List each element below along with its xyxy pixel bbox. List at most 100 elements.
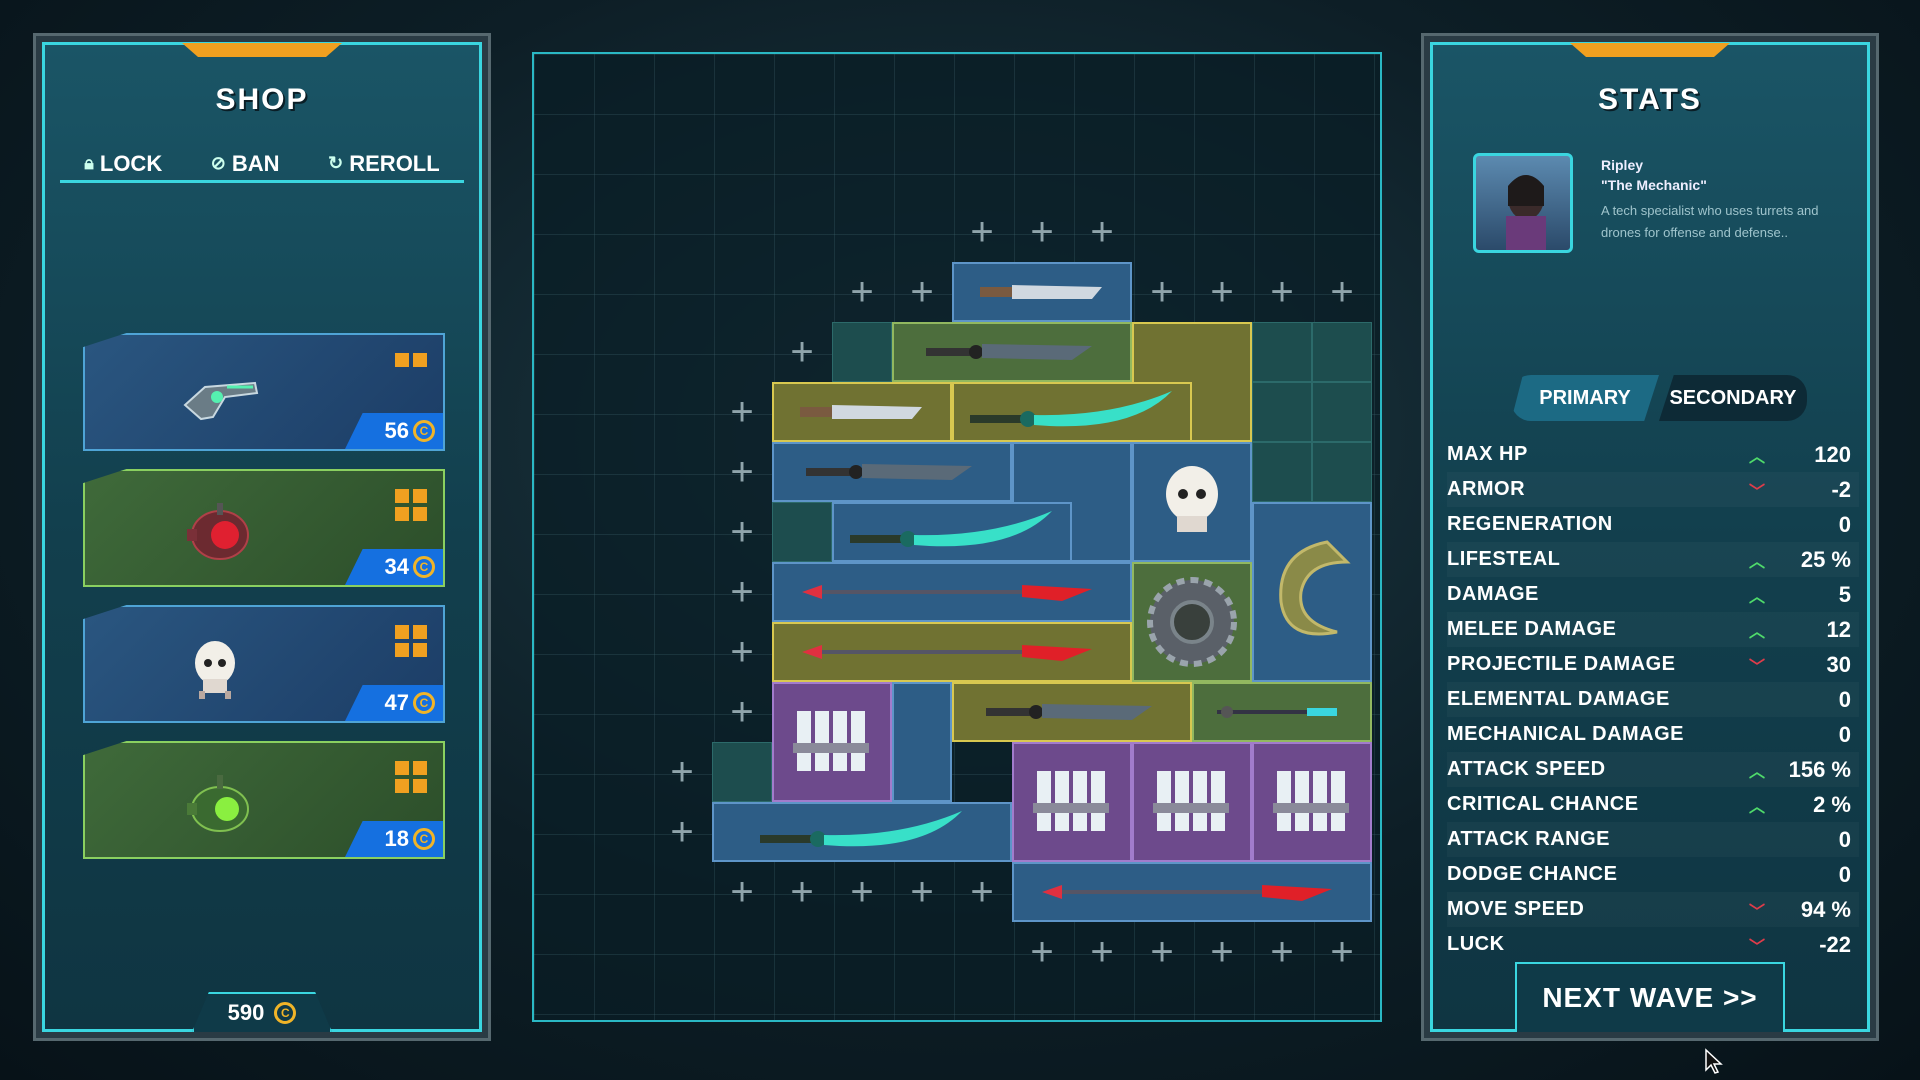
energy-scimitar-item[interactable]: [952, 382, 1192, 442]
empty-slot[interactable]: [1252, 382, 1312, 442]
expand-slot-plus-icon[interactable]: +: [850, 869, 874, 914]
horn-item[interactable]: [1252, 502, 1372, 682]
expand-slot-plus-icon[interactable]: +: [730, 449, 754, 494]
empty-blue-slot[interactable]: [892, 682, 952, 802]
spear-icon: [1042, 885, 1332, 901]
empty-slot[interactable]: [832, 322, 892, 382]
expand-slot-plus-icon[interactable]: +: [1270, 929, 1294, 974]
knife-item[interactable]: [952, 262, 1132, 322]
tab-primary[interactable]: PRIMARY: [1511, 375, 1659, 421]
spear-icon: [802, 585, 1092, 601]
shop-item-card[interactable]: 18 C: [83, 741, 445, 859]
stat-value: 0: [1838, 511, 1851, 537]
stat-value: 5: [1838, 581, 1851, 607]
expand-slot-plus-icon[interactable]: +: [730, 689, 754, 734]
stats-title-accent: [1570, 43, 1730, 57]
empty-slot[interactable]: [1312, 322, 1372, 382]
rod-icon: [1217, 706, 1337, 718]
energy-scimitar-item[interactable]: [712, 802, 1012, 862]
stat-label: REGENERATION: [1447, 513, 1613, 535]
spear-icon: [802, 645, 1092, 661]
blade-item[interactable]: [772, 442, 1012, 502]
expand-slot-plus-icon[interactable]: +: [1150, 929, 1174, 974]
expand-slot-plus-icon[interactable]: +: [670, 749, 694, 794]
expand-slot-plus-icon[interactable]: +: [1330, 269, 1354, 314]
character-portrait: [1473, 153, 1573, 253]
price-value: 34: [384, 554, 409, 579]
expand-slot-plus-icon[interactable]: +: [730, 629, 754, 674]
expand-slot-plus-icon[interactable]: +: [1030, 929, 1054, 974]
ban-tab[interactable]: ⊘ BAN: [211, 151, 280, 177]
expand-slot-plus-icon[interactable]: +: [1090, 209, 1114, 254]
empty-slot[interactable]: [1252, 322, 1312, 382]
expand-slot-plus-icon[interactable]: +: [850, 269, 874, 314]
tab-secondary[interactable]: SECONDARY: [1659, 375, 1807, 421]
expand-slot-plus-icon[interactable]: +: [730, 389, 754, 434]
price-tag: 47 C: [345, 685, 443, 721]
energy-scimitar-item[interactable]: [832, 502, 1072, 562]
empty-slot[interactable]: [712, 742, 772, 802]
expand-slot-plus-icon[interactable]: +: [910, 869, 934, 914]
expand-slot-plus-icon[interactable]: +: [790, 869, 814, 914]
expand-slot-plus-icon[interactable]: +: [1270, 269, 1294, 314]
bundle-item[interactable]: [1132, 742, 1252, 862]
empty-slot[interactable]: [772, 502, 832, 562]
expand-slot-plus-icon[interactable]: +: [1150, 269, 1174, 314]
expand-slot-plus-icon[interactable]: +: [730, 569, 754, 614]
stat-value: 0: [1838, 686, 1851, 712]
lock-tab[interactable]: 🔒︎ LOCK: [84, 151, 162, 177]
expand-slot-plus-icon[interactable]: +: [790, 329, 814, 374]
next-wave-button[interactable]: NEXT WAVE >>: [1515, 962, 1785, 1032]
expand-slot-plus-icon[interactable]: +: [730, 509, 754, 554]
blade-item[interactable]: [952, 682, 1192, 742]
bundle-item[interactable]: [772, 682, 892, 802]
reroll-icon: ↻: [328, 153, 344, 173]
expand-slot-plus-icon[interactable]: +: [970, 209, 994, 254]
empty-slot[interactable]: [1312, 382, 1372, 442]
stat-value: -22: [1819, 931, 1851, 957]
inventory-grid[interactable]: + + + + + + + + + + + + + + + + + + + + …: [532, 52, 1382, 1022]
shop-tabs: 🔒︎ LOCK ⊘ BAN ↻ REROLL: [60, 147, 464, 183]
stat-label: DAMAGE: [1447, 583, 1539, 605]
stat-value: 94 %: [1800, 896, 1851, 922]
shop-item-card[interactable]: 56 C: [83, 333, 445, 451]
empty-slot[interactable]: [1252, 442, 1312, 502]
spear-item[interactable]: [1012, 862, 1372, 922]
rod-item[interactable]: [1192, 682, 1372, 742]
stat-label: LIFESTEAL: [1447, 548, 1561, 570]
knife-icon: [800, 405, 922, 419]
expand-slot-plus-icon[interactable]: +: [910, 269, 934, 314]
blade-item[interactable]: [892, 322, 1132, 382]
knife-item[interactable]: [772, 382, 952, 442]
empty-slot[interactable]: [1312, 442, 1372, 502]
shop-item-card[interactable]: 47 C: [83, 605, 445, 723]
expand-slot-plus-icon[interactable]: +: [1030, 209, 1054, 254]
stat-value: 0: [1838, 721, 1851, 747]
trend-up-icon: ︿: [1748, 763, 1765, 781]
expand-slot-plus-icon[interactable]: +: [1330, 929, 1354, 974]
stat-row: MELEE DAMAGE︿12: [1447, 612, 1859, 647]
expand-slot-plus-icon[interactable]: +: [1090, 929, 1114, 974]
expand-slot-plus-icon[interactable]: +: [1210, 269, 1234, 314]
expand-slot-plus-icon[interactable]: +: [670, 809, 694, 854]
stat-value: 0: [1838, 861, 1851, 887]
price-value: 47: [384, 690, 409, 715]
expand-slot-plus-icon[interactable]: +: [970, 869, 994, 914]
expand-slot-plus-icon[interactable]: +: [1210, 929, 1234, 974]
spear-item[interactable]: [772, 562, 1132, 622]
trend-up-icon: ︿: [1748, 553, 1765, 571]
sawblade-item[interactable]: [1132, 562, 1252, 682]
shop-item-card[interactable]: 34 C: [83, 469, 445, 587]
stat-row: ATTACK SPEED︿156 %: [1447, 752, 1859, 787]
trend-down-icon: ﹀: [1748, 938, 1765, 956]
stat-label: PROJECTILE DAMAGE: [1447, 653, 1676, 675]
skull-item[interactable]: [1132, 442, 1252, 562]
expand-slot-plus-icon[interactable]: +: [730, 869, 754, 914]
reroll-tab[interactable]: ↻ REROLL: [328, 151, 440, 177]
price-value: 56: [384, 418, 409, 443]
bundle-item[interactable]: [1012, 742, 1132, 862]
energy-scimitar-icon: [850, 511, 1052, 547]
spear-item[interactable]: [772, 622, 1132, 682]
bundle-item[interactable]: [1252, 742, 1372, 862]
